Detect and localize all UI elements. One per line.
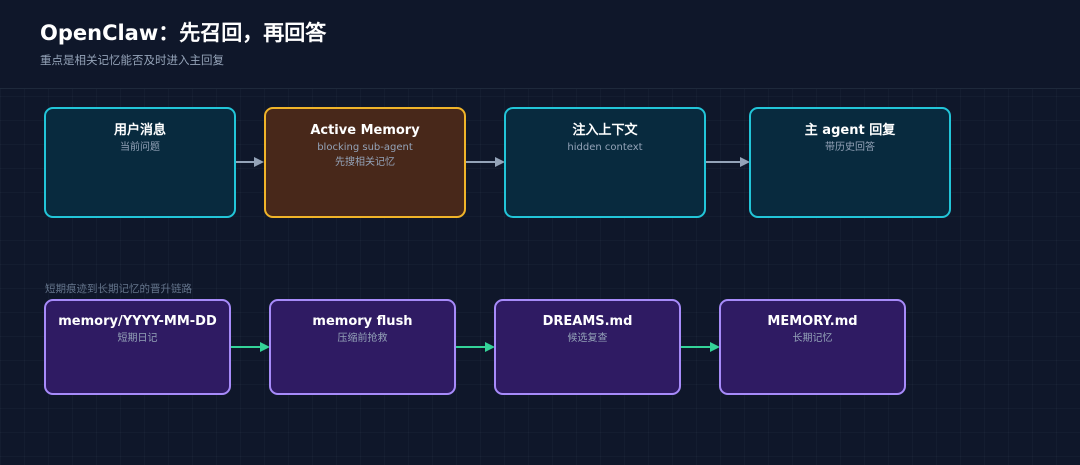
node-title: 注入上下文 xyxy=(572,123,638,138)
node-title: memory flush xyxy=(312,314,413,329)
node-user-message: 用户消息 当前问题 xyxy=(44,107,236,218)
node-title: 用户消息 xyxy=(113,123,166,138)
node-subtitle-secondary: 先搜相关记忆 xyxy=(335,157,395,168)
memory-chain-label: 短期痕迹到长期记忆的晋升链路 xyxy=(45,283,192,295)
node-main-agent-reply: 主 agent 回复 带历史回答 xyxy=(749,107,951,218)
header: OpenClaw：先召回，再回答 重点是相关记忆能否及时进入主回复 xyxy=(0,0,1080,89)
node-subtitle: 当前问题 xyxy=(120,142,160,153)
page-subtitle: 重点是相关记忆能否及时进入主回复 xyxy=(40,53,224,67)
node-memory-flush: memory flush 压缩前抢救 xyxy=(269,299,456,395)
node-title: 主 agent 回复 xyxy=(804,123,896,138)
node-title: memory/YYYY-MM-DD xyxy=(58,314,217,329)
node-subtitle: 带历史回答 xyxy=(825,142,875,153)
node-subtitle: hidden context xyxy=(567,142,643,153)
node-subtitle: blocking sub-agent xyxy=(317,142,413,153)
node-title: DREAMS.md xyxy=(542,314,633,329)
node-subtitle: 长期记忆 xyxy=(792,333,833,344)
page-title: OpenClaw：先召回，再回答 xyxy=(40,21,327,45)
node-active-memory: Active Memory blocking sub-agent 先搜相关记忆 xyxy=(264,107,466,218)
node-subtitle: 短期日记 xyxy=(117,333,158,344)
node-dreams-md: DREAMS.md 候选复查 xyxy=(494,299,681,395)
node-title: Active Memory xyxy=(310,123,420,138)
node-title: MEMORY.md xyxy=(767,314,858,329)
node-inject-context: 注入上下文 hidden context xyxy=(504,107,706,218)
node-memory-md: MEMORY.md 长期记忆 xyxy=(719,299,906,395)
node-subtitle: 候选复查 xyxy=(567,333,608,344)
node-subtitle: 压缩前抢救 xyxy=(337,333,388,344)
node-daily-memory: memory/YYYY-MM-DD 短期日记 xyxy=(44,299,231,395)
